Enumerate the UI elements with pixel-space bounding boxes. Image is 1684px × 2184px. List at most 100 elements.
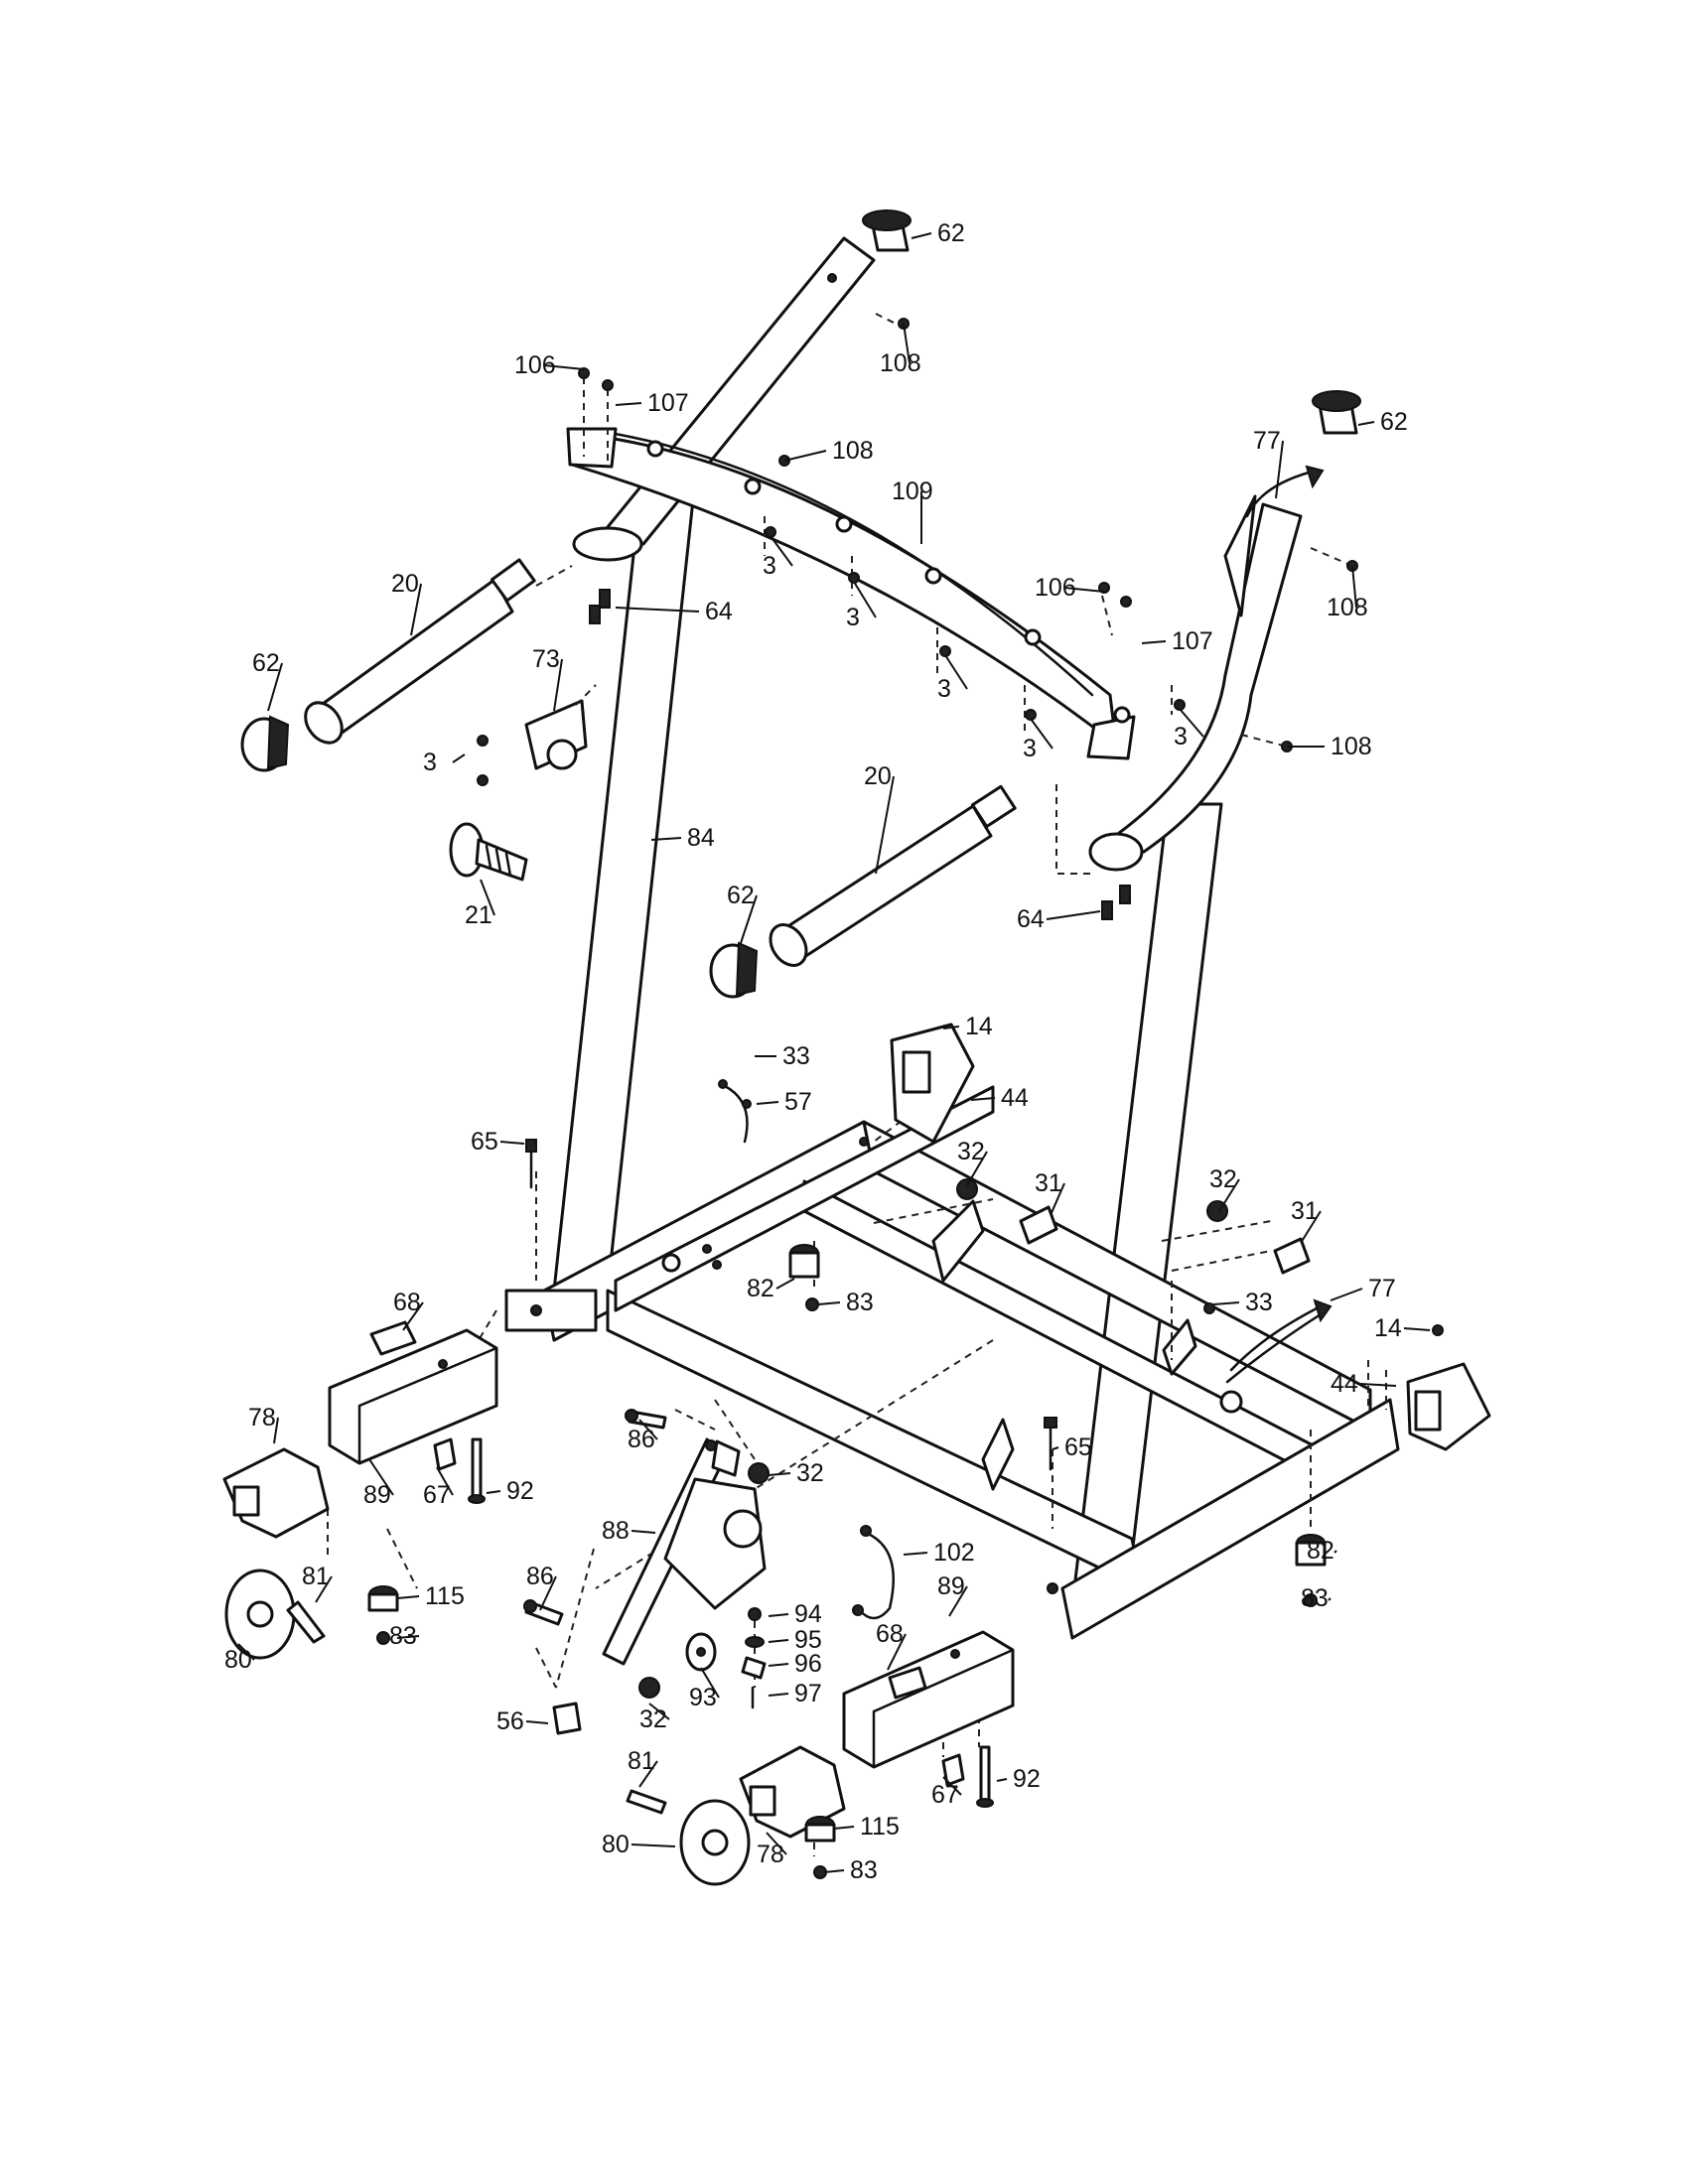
callout-c8: 77	[1253, 427, 1284, 499]
wire-102	[852, 1525, 895, 1620]
callout-c23: 20	[864, 762, 895, 875]
bolt-65-left	[525, 1139, 537, 1189]
screws-top	[477, 318, 1358, 786]
part-number-label: 92	[1013, 1765, 1041, 1793]
part-number-label: 115	[425, 1582, 465, 1610]
callout-c26: 62	[727, 882, 758, 944]
leg-89-right	[842, 1630, 1015, 1769]
callout-c44: 78	[248, 1404, 279, 1444]
bracket-88	[602, 1437, 767, 1666]
part-number-label: 88	[602, 1517, 630, 1545]
callout-c12: 106	[1035, 574, 1105, 602]
part-number-label: 67	[423, 1481, 451, 1509]
part-number-label: 80	[224, 1646, 252, 1674]
callout-c41: 68	[393, 1289, 424, 1331]
callout-c50: 32	[768, 1459, 824, 1487]
leader-line	[833, 1826, 855, 1830]
callout-c13: 107	[1141, 627, 1213, 655]
foot-cap-78-left	[222, 1447, 330, 1539]
callout-c42: 14	[1374, 1314, 1431, 1342]
callout-c29: 33	[755, 1042, 810, 1070]
leader-line	[911, 232, 932, 239]
screw-83-top	[805, 1297, 819, 1311]
part-number-label: 93	[689, 1684, 717, 1711]
callout-c5: 108	[783, 437, 874, 465]
clip-56	[552, 1702, 582, 1735]
part-number-label: 31	[1035, 1169, 1062, 1197]
callout-c61: 95	[768, 1626, 822, 1654]
leader-line	[648, 1703, 670, 1720]
leader-line	[1218, 1178, 1240, 1212]
callout-c48: 67	[423, 1466, 454, 1509]
callout-c14: 3	[937, 654, 968, 703]
part-number-label: 20	[864, 762, 892, 790]
leader-line	[1330, 1288, 1363, 1301]
callout-c72: 115	[833, 1813, 900, 1841]
foot-115-left	[367, 1585, 399, 1612]
part-number-label: 89	[937, 1572, 965, 1600]
part-number-label: 102	[933, 1539, 975, 1567]
axle-81-right	[626, 1789, 667, 1815]
callout-c9: 108	[1327, 565, 1368, 621]
leader-line	[543, 364, 585, 370]
leader-line	[638, 1419, 658, 1440]
pin-92-right	[976, 1745, 994, 1808]
bolt-64-right	[1101, 885, 1131, 920]
leader-line	[768, 1639, 789, 1643]
leader-line	[768, 1663, 789, 1667]
part-number-label: 78	[757, 1841, 784, 1868]
part-number-label: 106	[1035, 574, 1076, 602]
part-number-label: 86	[526, 1563, 554, 1590]
callout-c57: 83	[1301, 1584, 1332, 1612]
callout-c3: 106	[514, 351, 585, 379]
callout-c62: 68	[876, 1620, 907, 1671]
foot-82-top	[788, 1244, 820, 1279]
part-number-label: 108	[832, 437, 874, 465]
leg-89-left	[328, 1328, 498, 1465]
callout-c69: 81	[628, 1747, 658, 1788]
end-cap-62-right	[1312, 390, 1361, 435]
clip-67-left	[433, 1437, 457, 1471]
leader-line	[1359, 1383, 1397, 1387]
part-number-label: 95	[794, 1626, 822, 1654]
callout-c46: 65	[1052, 1433, 1092, 1461]
part-number-label: 83	[389, 1622, 417, 1650]
part-number-label: 77	[1368, 1275, 1396, 1302]
bolt-86-bottom	[523, 1599, 564, 1626]
leader-line	[273, 1417, 279, 1444]
callout-c64: 96	[768, 1650, 822, 1678]
leader-line	[436, 1466, 454, 1496]
callout-c54: 86	[526, 1563, 557, 1611]
leader-line	[615, 607, 700, 613]
callout-c15: 20	[391, 570, 422, 636]
leader-line	[1275, 440, 1284, 499]
part-number-label: 83	[1301, 1584, 1329, 1612]
callout-c70: 67	[931, 1776, 962, 1809]
leader-line	[817, 1301, 841, 1305]
leader-line	[944, 654, 968, 690]
callout-c43: 44	[1331, 1370, 1397, 1398]
leader-line	[966, 1151, 988, 1186]
callout-c34: 31	[1035, 1169, 1065, 1216]
callout-c17: 73	[532, 645, 563, 712]
leader-line	[700, 1667, 720, 1699]
callout-c65: 97	[768, 1680, 822, 1707]
callout-c7: 62	[1357, 408, 1408, 436]
callout-c28: 14	[942, 1013, 993, 1040]
part-number-label: 73	[532, 645, 560, 673]
callout-c63: 80	[224, 1643, 255, 1674]
leader-line	[480, 879, 495, 916]
knob-21	[449, 822, 528, 882]
part-number-label: 3	[846, 604, 860, 631]
part-number-label: 107	[647, 389, 689, 417]
leader-line	[1403, 1327, 1431, 1331]
leader-line	[539, 1575, 557, 1611]
leader-line	[396, 1635, 420, 1639]
callout-c51: 88	[602, 1517, 656, 1545]
part-number-label: 33	[782, 1042, 810, 1070]
leader-line	[1300, 1210, 1322, 1244]
callout-c20: 108	[1287, 733, 1372, 760]
callout-c74: 78	[757, 1832, 787, 1868]
pin-92-left	[468, 1437, 486, 1504]
leader-line	[970, 1097, 996, 1101]
